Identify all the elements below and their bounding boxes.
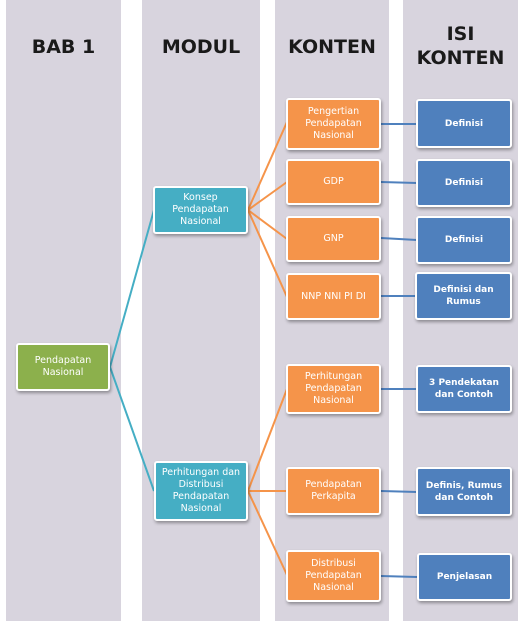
link-root-m1 [109,209,155,368]
link-m1-k2 [247,181,288,211]
node-perhitungan-pendapatan-nasional[interactable]: Perhitungan Pendapatan Nasional [286,364,381,414]
node-konsep-pendapatan-nasional[interactable]: Konsep Pendapatan Nasional [153,186,248,234]
link-k6-i6 [380,490,418,493]
link-m1-k3 [247,209,288,240]
link-m1-k4 [247,209,288,298]
link-root-m2 [109,366,155,492]
header-modul: MODUL [161,36,241,58]
node-distribusi-pendapatan-nasional[interactable]: Distribusi Pendapatan Nasional [286,550,381,602]
node-gdp[interactable]: GDP [286,159,381,205]
node-isi-penjelasan[interactable]: Penjelasan [417,553,512,601]
header-isi-konten: ISI KONTEN [416,23,505,69]
node-isi-3-pendekatan[interactable]: 3 Pendekatan dan Contoh [416,365,512,413]
header-bab: BAB 1 [31,36,96,58]
column-bab-background [6,0,121,621]
link-k3-i3 [380,237,418,241]
node-pendapatan-nasional[interactable]: Pendapatan Nasional [16,343,110,391]
node-isi-definis-rumus-contoh[interactable]: Definis, Rumus dan Contoh [416,467,512,516]
link-m1-k1 [247,121,288,211]
node-pengertian-pendapatan-nasional[interactable]: Pengertian Pendapatan Nasional [286,98,381,150]
node-isi-definisi-2[interactable]: Definisi [416,159,512,207]
node-pendapatan-perkapita[interactable]: Pendapatan Perkapita [286,467,381,515]
link-m2-k7 [247,490,288,576]
node-gnp[interactable]: GNP [286,216,381,262]
link-k2-i2 [380,181,418,184]
node-isi-definisi-dan-rumus[interactable]: Definisi dan Rumus [415,272,512,320]
node-isi-definisi-3[interactable]: Definisi [416,216,512,264]
node-perhitungan-distribusi[interactable]: Perhitungan dan Distribusi Pendapatan Na… [154,461,248,521]
header-konten: KONTEN [288,36,376,58]
link-m2-k5 [247,388,288,492]
node-nnp-nni-pi-di[interactable]: NNP NNI PI DI [286,273,381,320]
link-k7-i7 [380,575,418,578]
node-isi-definisi-1[interactable]: Definisi [416,99,512,148]
